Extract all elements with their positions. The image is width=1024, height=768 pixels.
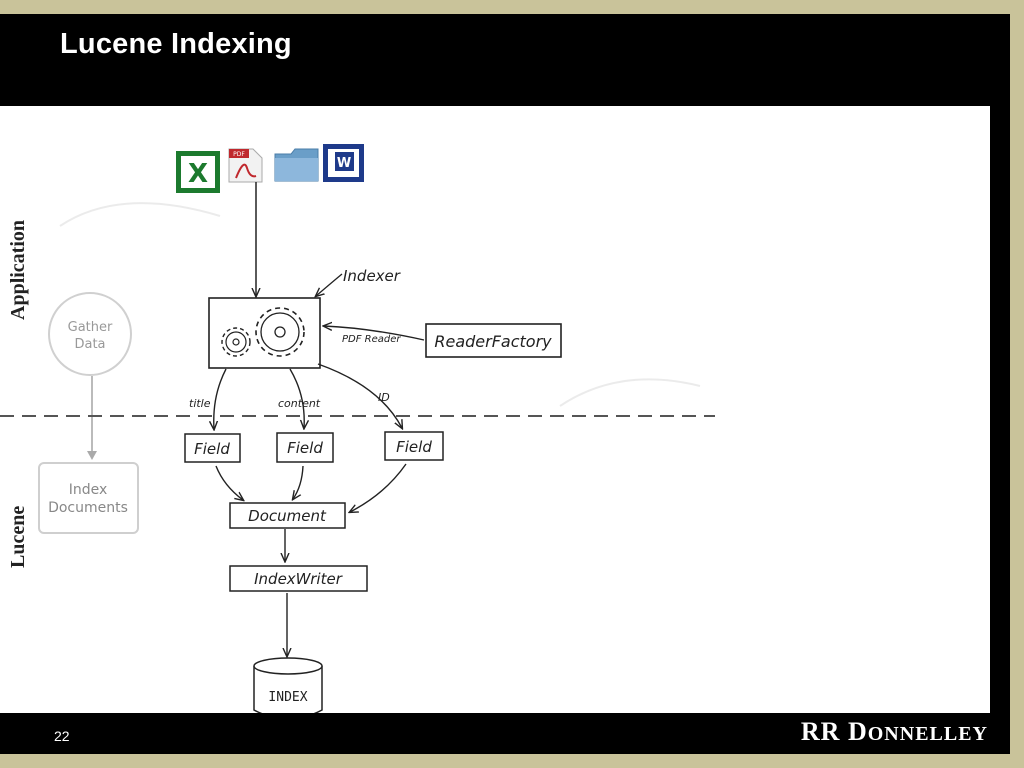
brand-name-rest: ONNELLEY: [867, 723, 988, 745]
index-documents-label-line1: Index: [69, 482, 108, 498]
field-content-to-document-arrow: [293, 465, 304, 499]
folder-icon: [274, 148, 319, 182]
brand-first-letter: D: [847, 717, 868, 746]
edge-label-content: content: [278, 397, 321, 410]
index-label: INDEX: [268, 690, 307, 705]
page-number: 22: [54, 728, 70, 744]
edge-label-title: title: [189, 397, 211, 410]
brand-logo: RR DONNELLEY: [801, 717, 988, 747]
gather-data-label-line2: Data: [74, 337, 105, 352]
indexer-to-field-title-arrow: [214, 368, 227, 429]
gather-data-step: Gather Data: [48, 292, 132, 376]
background-smudges: [59, 202, 701, 407]
field-box-content: Field: [276, 432, 334, 463]
document-box: Document: [229, 502, 346, 529]
field-title-to-document-arrow: [215, 465, 243, 500]
pdf-reader-label: PDF Reader: [342, 334, 401, 345]
reader-factory-to-indexer-arrow: [324, 326, 425, 341]
index-cylinder: INDEX: [253, 657, 323, 713]
field-label: Field: [287, 439, 323, 457]
indexer-label: Indexer: [343, 267, 401, 285]
pdf-icon-label: PDF: [233, 151, 245, 158]
gear-icon-small: [221, 327, 251, 357]
field-box-title: Field: [184, 433, 241, 463]
indexwriter-box: IndexWriter: [229, 565, 368, 592]
gear-icon-large: [255, 307, 305, 357]
field-label: Field: [396, 438, 432, 456]
document-label: Document: [248, 507, 327, 525]
lucene-layer-label: Lucene: [7, 506, 29, 568]
gather-data-label-line1: Gather: [68, 320, 113, 335]
indexer-to-field-id-arrow: [317, 363, 402, 428]
reader-factory-box: ReaderFactory: [425, 323, 562, 358]
excel-icon-letter: X: [188, 159, 208, 189]
field-box-id: Field: [384, 431, 444, 461]
indexwriter-label: IndexWriter: [254, 570, 343, 588]
field-id-to-document-arrow: [350, 463, 407, 512]
edge-label-id: ID: [378, 391, 390, 404]
excel-icon: X: [176, 151, 220, 193]
diagram-area: Application Lucene Gather Data Index Doc…: [0, 106, 990, 713]
indexer-box: [208, 297, 321, 369]
indexer-label-pointer: [316, 273, 343, 296]
reader-factory-label: ReaderFactory: [434, 332, 552, 351]
field-label: Field: [194, 440, 230, 458]
index-documents-step: Index Documents: [38, 462, 139, 534]
lucene-indexing-diagram: Application Lucene Gather Data Index Doc…: [0, 144, 715, 713]
word-icon-letter: W: [337, 156, 351, 171]
slide-title: Lucene Indexing: [60, 28, 292, 60]
indexer-to-field-content-arrow: [289, 368, 304, 428]
index-documents-label-line2: Documents: [48, 500, 128, 516]
slide: Lucene Indexing Application Lucene: [0, 14, 1010, 754]
brand-initials: RR: [800, 717, 841, 746]
pdf-icon: PDF: [228, 148, 263, 183]
application-layer-label: Application: [7, 220, 29, 320]
word-icon: W: [323, 144, 364, 182]
